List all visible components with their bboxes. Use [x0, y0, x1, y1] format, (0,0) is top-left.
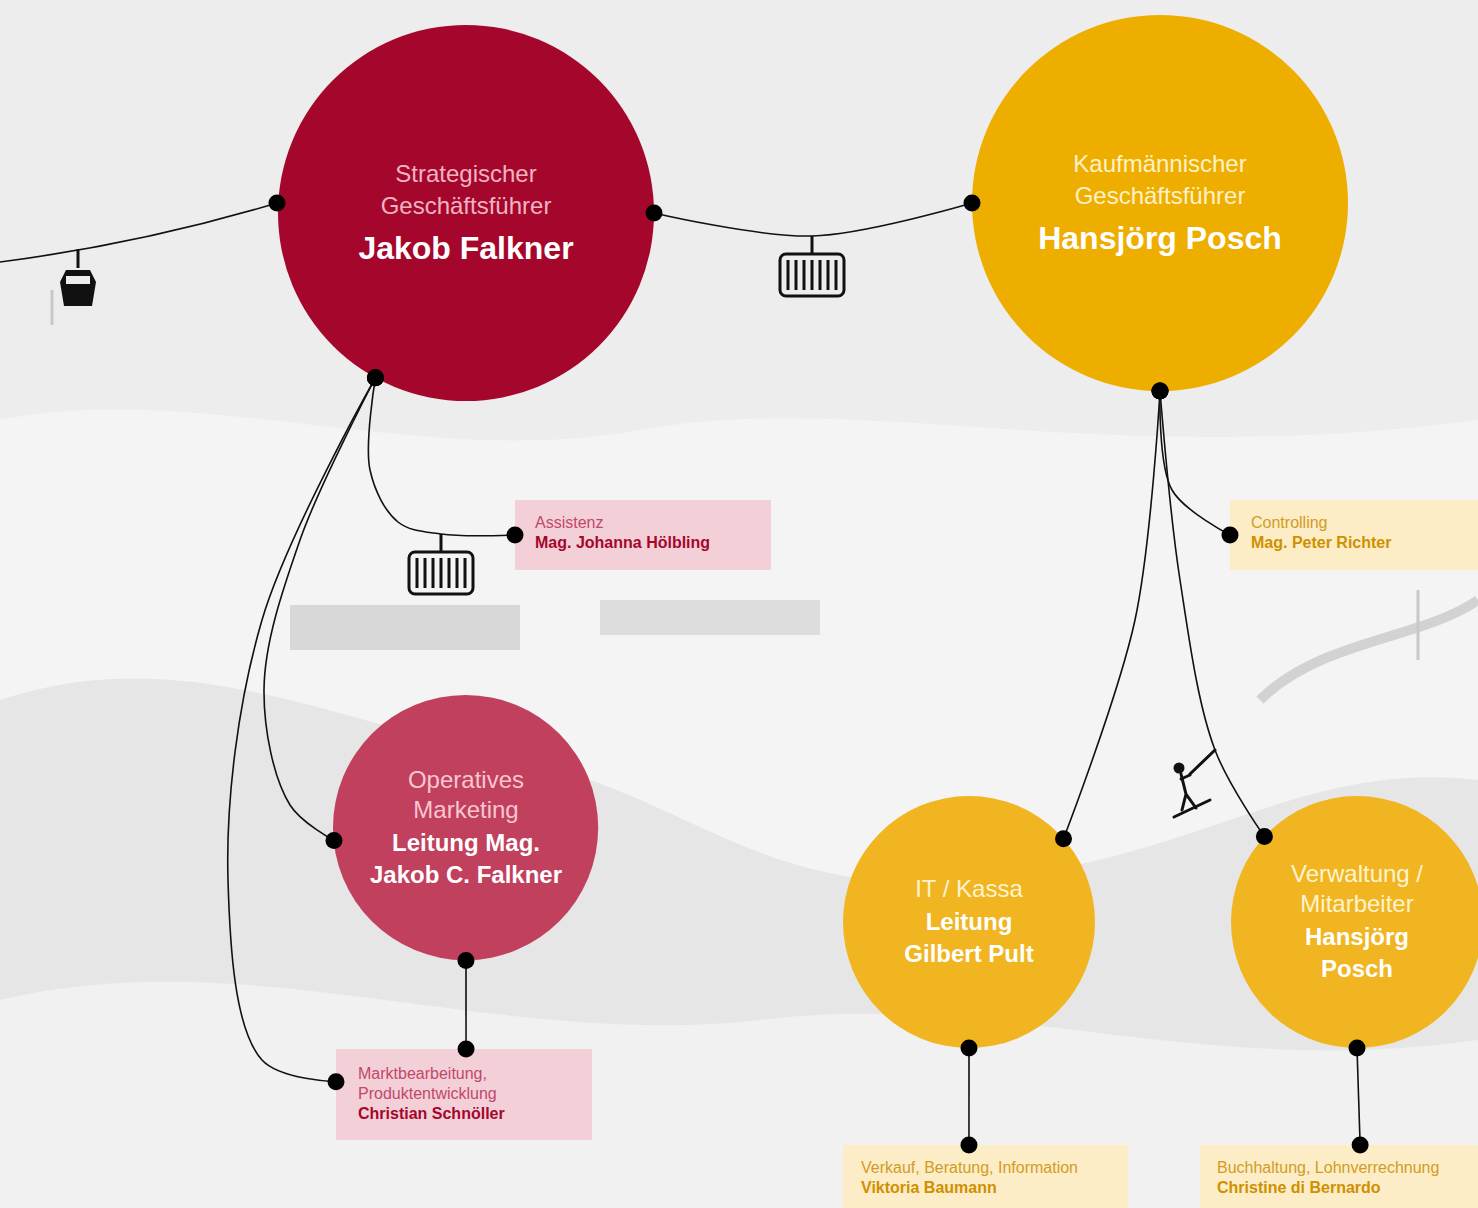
staff-box: Verkauf, Beratung, InformationViktoria B…	[843, 1145, 1128, 1208]
connector-dot	[964, 195, 981, 212]
connector-dot	[961, 1040, 978, 1057]
role-label: Verwaltung / Mitarbeiter	[1272, 859, 1442, 919]
role-label: Operatives Marketing	[358, 765, 573, 825]
connector-dot	[1256, 828, 1273, 845]
unit-circle: Verwaltung / MitarbeiterHansjörg Posch	[1231, 796, 1478, 1048]
role-label: Strategischer Geschäftsführer	[316, 158, 616, 222]
org-connector	[654, 203, 972, 236]
connector-dot	[1055, 830, 1072, 847]
connector-dot	[1352, 1137, 1369, 1154]
role-label: Controlling	[1251, 513, 1457, 533]
circle-outline	[333, 695, 598, 960]
person-name: Mag. Peter Richter	[1251, 533, 1457, 553]
connector-dot	[328, 1073, 345, 1090]
unit-circle: Kaufmännischer GeschäftsführerHansjörg P…	[972, 15, 1348, 391]
unit-circle: IT / KassaLeitung Gilbert Pult	[843, 796, 1095, 1048]
role-label: Assistenz	[535, 513, 751, 533]
gondola-icon	[60, 270, 96, 306]
connector-dot	[646, 205, 663, 222]
lift-pole	[1417, 590, 1420, 660]
mountain-station	[600, 600, 820, 635]
connector-dot	[1222, 527, 1239, 544]
lift-pole	[51, 290, 54, 325]
connector-dot	[367, 369, 384, 386]
staff-box: AssistenzMag. Johanna Hölbling	[515, 500, 771, 570]
connector-dot	[960, 1137, 977, 1154]
gondola-window	[66, 276, 90, 284]
circle-fill	[278, 25, 654, 401]
person-name: Viktoria Baumann	[861, 1178, 1110, 1198]
role-label: Marktbearbeitung, Produktentwicklung	[358, 1064, 570, 1104]
staff-box: Buchhaltung, LohnverrechnungChristine di…	[1200, 1145, 1478, 1208]
role-label: Verkauf, Beratung, Information	[861, 1158, 1110, 1178]
connector-dot	[1349, 1040, 1366, 1057]
snow-slope	[0, 409, 1478, 1208]
org-connector	[1357, 1048, 1360, 1145]
person-name: Mag. Johanna Hölbling	[535, 533, 751, 553]
person-name: Hansjörg Posch	[1010, 218, 1310, 258]
circle-fill	[1231, 796, 1478, 1048]
gondola-hanger	[77, 249, 80, 268]
circle-outline	[1231, 796, 1478, 1048]
chairlift-icon	[780, 236, 844, 296]
circle-fill	[333, 695, 598, 960]
org-connector	[228, 378, 376, 1082]
chairlift-icon	[409, 534, 473, 594]
connector-dot	[367, 369, 384, 386]
connector-dot	[457, 952, 474, 969]
staff-box: Marktbearbeitung, ProduktentwicklungChri…	[336, 1049, 592, 1140]
org-connector	[1064, 391, 1160, 839]
mountain-station	[290, 605, 520, 650]
skier-icon	[1174, 750, 1215, 817]
lift-cable	[0, 203, 277, 262]
connector-dot	[269, 195, 286, 212]
unit-circle: Operatives MarketingLeitung Mag. Jakob C…	[333, 695, 598, 960]
org-connector	[1160, 391, 1230, 535]
person-name: Leitung Gilbert Pult	[887, 906, 1052, 970]
person-name: Hansjörg Posch	[1272, 921, 1442, 985]
org-connector	[368, 378, 515, 536]
org-connector	[465, 961, 467, 1049]
unit-circle: Strategischer GeschäftsführerJakob Falkn…	[278, 25, 654, 401]
connector-dot	[1152, 383, 1169, 400]
person-name: Jakob Falkner	[316, 228, 616, 268]
role-label: IT / Kassa	[887, 874, 1052, 904]
org-connector	[968, 1048, 970, 1145]
role-label: Buchhaltung, Lohnverrechnung	[1217, 1158, 1461, 1178]
person-name: Christine di Bernardo	[1217, 1178, 1461, 1198]
connector-dot	[367, 369, 384, 386]
org-connector	[1160, 391, 1264, 837]
connector-dot	[325, 832, 342, 849]
role-label: Kaufmännischer Geschäftsführer	[1010, 148, 1310, 212]
person-name: Leitung Mag. Jakob C. Falkner	[358, 827, 573, 891]
connector-dot	[1152, 383, 1169, 400]
circle-fill	[843, 796, 1095, 1048]
staff-box: ControllingMag. Peter Richter	[1230, 500, 1478, 570]
person-name: Christian Schnöller	[358, 1104, 570, 1124]
connector-dot	[507, 527, 524, 544]
ski-road	[1260, 600, 1478, 700]
circle-fill	[972, 15, 1348, 391]
connector-dot	[1152, 383, 1169, 400]
connector-dot	[458, 1041, 475, 1058]
snow-slope	[0, 982, 1478, 1208]
